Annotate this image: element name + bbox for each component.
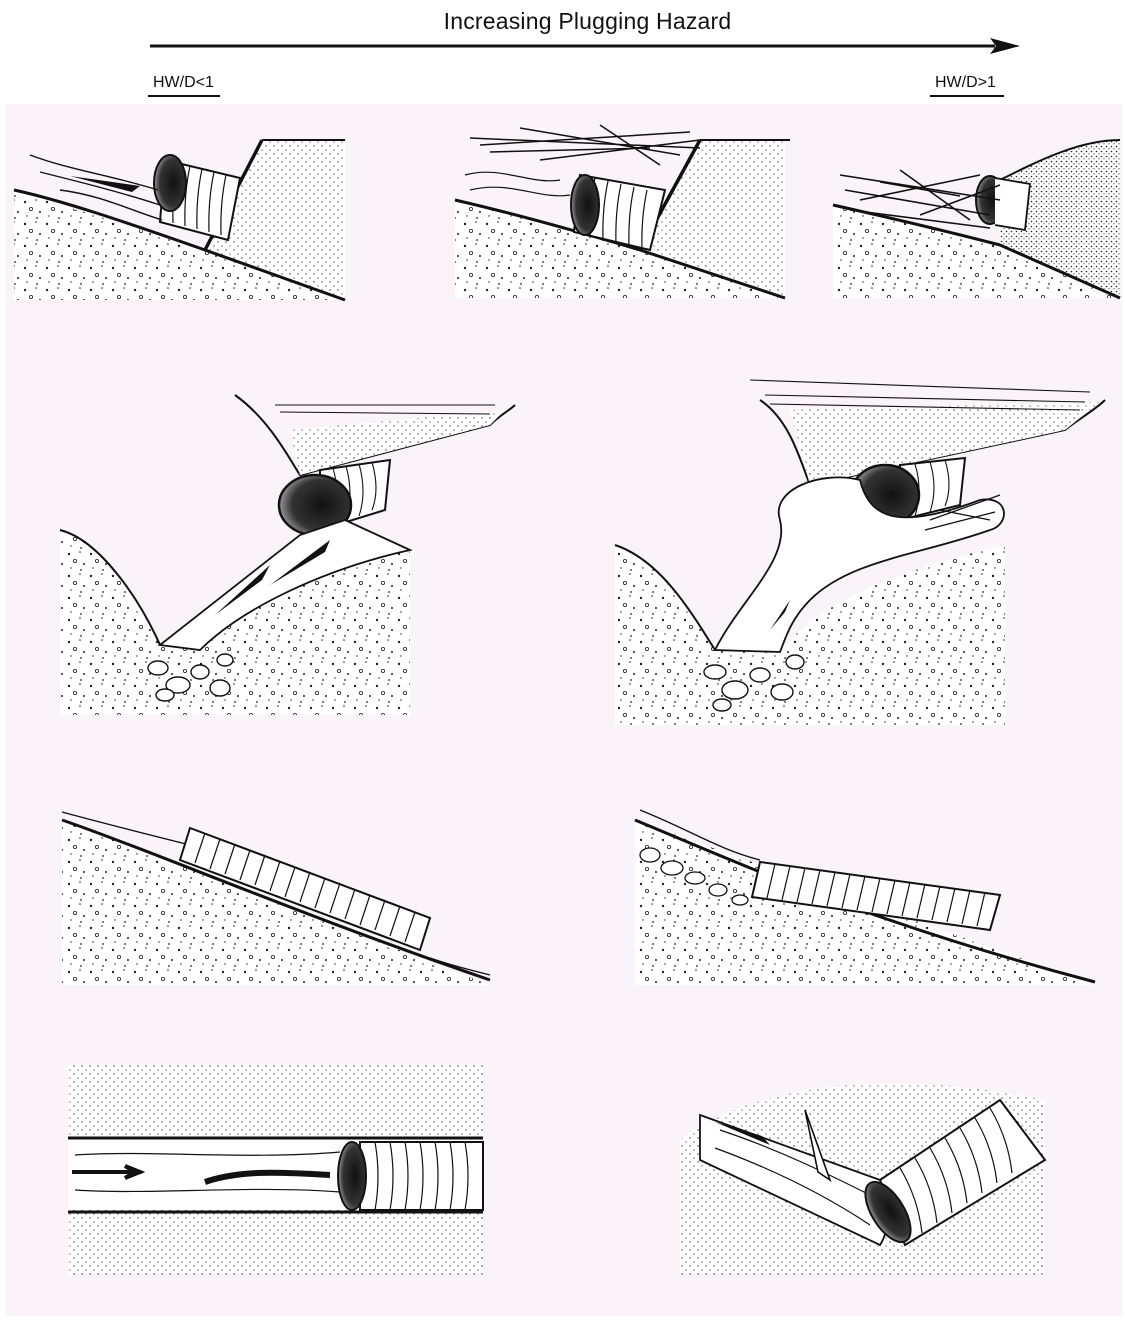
- scene-inlet-stream: [14, 140, 345, 300]
- scene-plan-angled: [680, 1084, 1045, 1275]
- scene-profile-slope-sediment: [635, 810, 1095, 985]
- scene-skewed-channel-overflow: [615, 380, 1105, 725]
- scene-skewed-channel: [60, 395, 515, 715]
- scene-inlet-debris-jam: [833, 140, 1120, 298]
- scene-profile-slope: [62, 812, 490, 985]
- scene-inlet-debris-fill: [455, 125, 790, 298]
- scene-plan-aligned: [68, 1065, 483, 1275]
